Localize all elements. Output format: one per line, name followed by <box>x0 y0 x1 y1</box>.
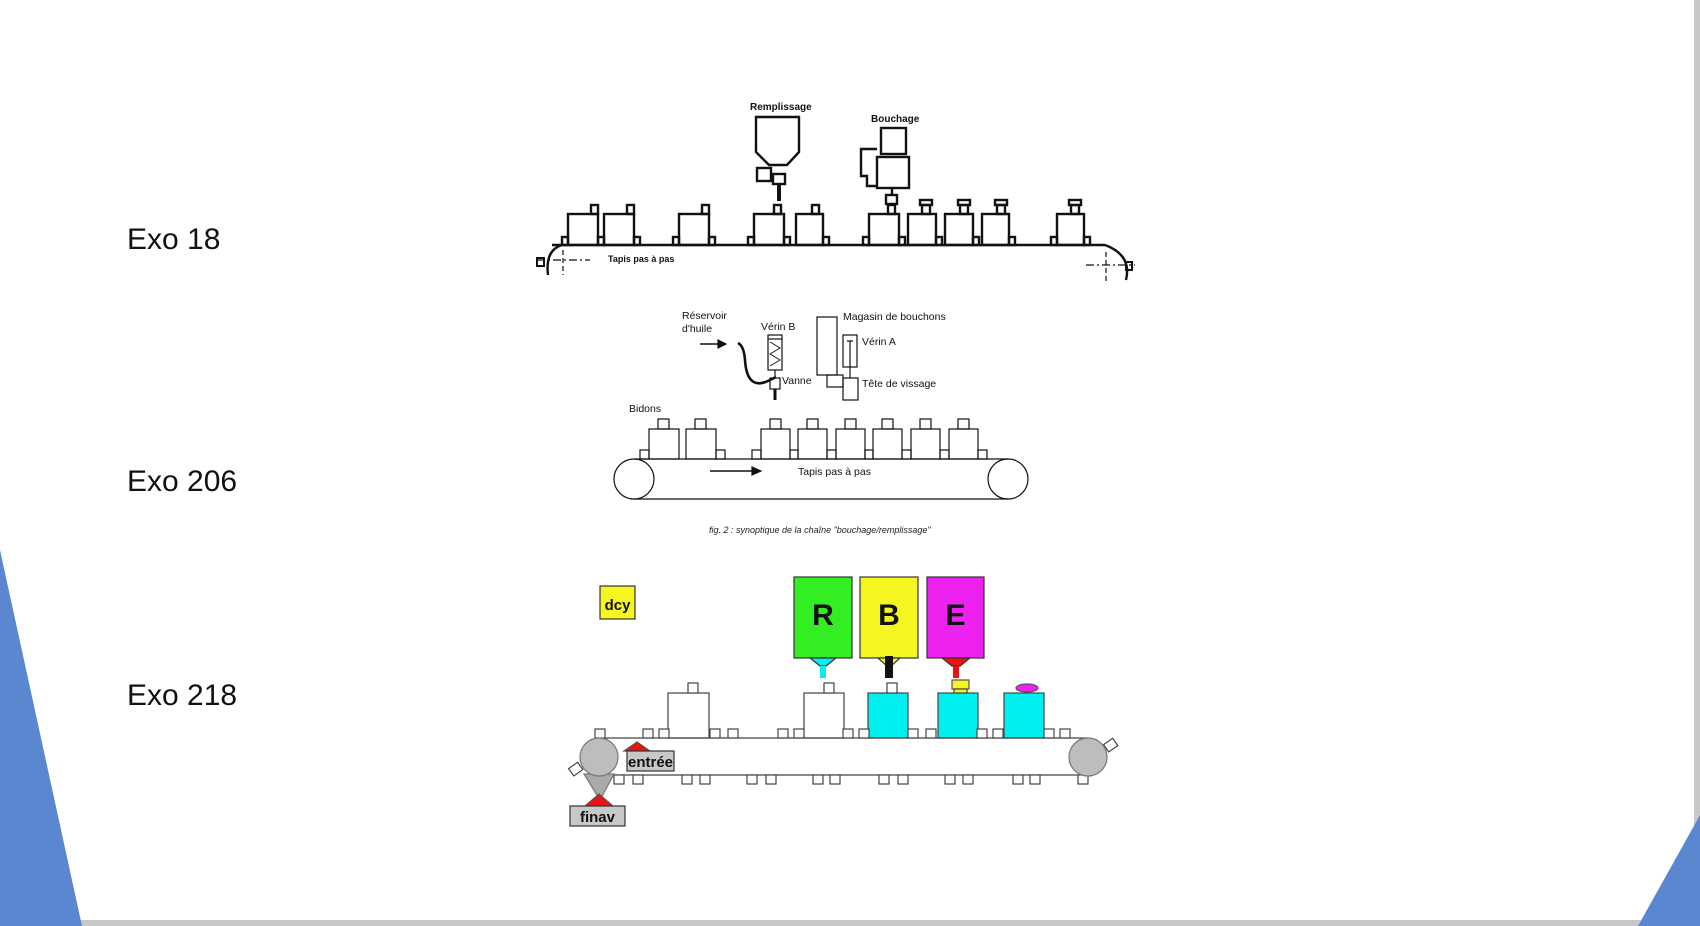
tank-b: B <box>859 576 919 678</box>
can-4 <box>789 418 828 460</box>
tank-e-label: E <box>945 599 965 632</box>
exo218-can-4 <box>937 688 979 739</box>
exo218-can-2 <box>803 682 845 739</box>
can-6 <box>864 418 903 460</box>
jack-b <box>767 334 783 400</box>
accent-shape-left <box>0 550 82 926</box>
jack-a <box>842 334 859 401</box>
exo-206-cans <box>639 418 988 460</box>
reservoir-label-line2: d'huile <box>682 323 712 335</box>
cycle-start-label: dcy <box>605 597 632 614</box>
exo218-can-3 <box>867 682 909 739</box>
exo18-container-10 <box>1049 198 1092 247</box>
exo-18-label: Exo 18 <box>127 223 221 256</box>
can-3 <box>751 418 791 460</box>
can-5 <box>826 418 866 460</box>
exo18-container-3 <box>671 203 717 247</box>
exo18-container-6 <box>861 203 907 247</box>
exo-206-caption: fig. 2 : synoptique de la chaîne "boucha… <box>709 525 931 535</box>
belt-upper-lugs <box>594 728 1071 739</box>
entry-sensor[interactable]: entrée <box>622 741 675 772</box>
fill-station-label: Remplissage <box>750 102 812 113</box>
slide-frame-bottom <box>0 920 1700 926</box>
can-2 <box>685 418 726 460</box>
floating-cap <box>1015 683 1039 693</box>
jack-a-label: Vérin A <box>862 336 896 348</box>
exo-18-containers <box>560 198 1092 247</box>
drive-pulley-left <box>567 737 619 802</box>
belt-lower-lugs <box>613 774 1089 785</box>
can-8 <box>939 418 988 460</box>
cans-label: Bidons <box>629 403 661 415</box>
jack-b-label: Vérin B <box>761 321 795 333</box>
exo-206-belt-label: Tapis pas à pas <box>798 466 871 478</box>
oil-hose <box>737 341 777 385</box>
exo-206-label: Exo 206 <box>127 465 238 498</box>
tank-r-label: R <box>812 599 834 632</box>
exo18-container-8 <box>943 198 981 247</box>
exo-218-conveyor <box>567 728 1119 802</box>
exo18-container-1 <box>560 203 606 247</box>
cap-store-label: Magasin de bouchons <box>843 311 946 323</box>
exo18-container-4 <box>746 203 792 247</box>
capping-unit <box>859 126 911 206</box>
accent-shape-right <box>1638 815 1700 926</box>
exo18-container-2 <box>602 203 642 247</box>
can-7 <box>901 418 941 460</box>
tank-b-label: B <box>878 599 900 632</box>
tank-e: E <box>926 576 985 690</box>
advance-end-sensor-label: finav <box>580 809 616 826</box>
exo-218-label: Exo 218 <box>127 679 238 712</box>
exo218-can-5 <box>1003 692 1045 739</box>
exo18-container-9 <box>980 198 1017 247</box>
can-1 <box>639 418 680 460</box>
cap-station-label: Bouchage <box>871 114 920 125</box>
exo18-container-5 <box>794 203 831 247</box>
exo-18-belt-label: Tapis pas à pas <box>608 254 674 264</box>
valve-label: Vanne <box>782 375 812 387</box>
advance-end-sensor[interactable]: finav <box>569 793 626 827</box>
reservoir-label-line1: Réservoir <box>682 310 727 322</box>
tank-r: R <box>793 576 853 678</box>
cycle-start-button[interactable]: dcy <box>599 585 636 620</box>
screw-head-label: Tête de vissage <box>862 378 936 390</box>
drive-pulley-right <box>1068 737 1119 777</box>
entry-sensor-label: entrée <box>628 754 673 771</box>
fill-hopper <box>754 115 801 201</box>
oil-arrow <box>700 339 728 349</box>
slide-frame-right <box>1694 0 1700 926</box>
exo-218-cans <box>667 682 1045 739</box>
exo218-can-1 <box>667 682 710 739</box>
exo18-container-7 <box>906 198 944 247</box>
